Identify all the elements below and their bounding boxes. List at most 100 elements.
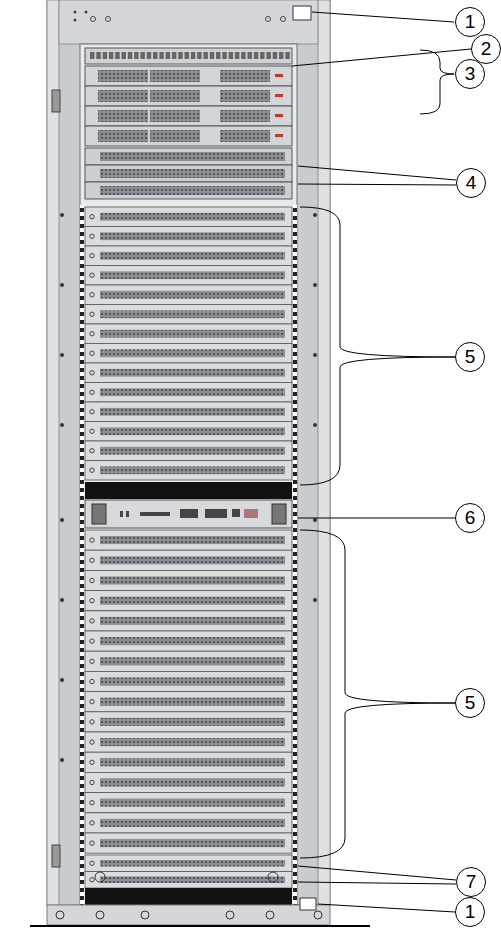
leader-lines (292, 12, 471, 912)
door-hinge (52, 90, 60, 112)
vent-grille (100, 677, 285, 685)
vent-grille (100, 876, 285, 883)
vent-grille (100, 597, 285, 605)
port (153, 52, 158, 59)
port-block (150, 110, 200, 122)
server-unit (85, 591, 292, 611)
rack-base (47, 905, 330, 925)
port (96, 52, 101, 59)
thumbscrew (90, 639, 94, 643)
port-block (98, 70, 148, 82)
status-led (275, 74, 283, 77)
port (191, 52, 196, 59)
thumbscrew (90, 720, 94, 724)
server-unit (85, 324, 292, 344)
vent-grille (100, 369, 285, 377)
side-holes (60, 213, 317, 762)
thumbscrew (90, 538, 94, 542)
port (159, 52, 164, 59)
port-row (85, 48, 292, 64)
thumbscrew (90, 619, 94, 623)
port (90, 52, 95, 59)
vent-grille (100, 427, 285, 435)
port (109, 52, 114, 59)
callout-number: 5 (455, 688, 485, 718)
server-unit (85, 772, 292, 792)
thumbscrew (90, 861, 94, 865)
server-unit (85, 671, 292, 691)
thumbscrew (90, 312, 94, 316)
port (103, 52, 108, 59)
server-unit (85, 344, 292, 364)
vent-grille (100, 778, 285, 786)
vent-grille (100, 232, 285, 240)
server-unit (85, 813, 292, 833)
psu (272, 504, 286, 524)
port (266, 52, 271, 59)
callout-number: 1 (455, 7, 485, 37)
port (140, 52, 145, 59)
thumbscrew (90, 700, 94, 704)
mounting-rail (80, 205, 84, 905)
vent-grille (100, 447, 285, 455)
status-led (275, 134, 283, 137)
vent-grille (100, 408, 285, 416)
server-unit (85, 441, 292, 461)
callout-number: 7 (456, 867, 486, 897)
vent-grille (100, 556, 285, 564)
port-panel (85, 48, 292, 64)
port (254, 52, 258, 59)
thumbscrew (90, 558, 94, 562)
server-unit (85, 266, 292, 286)
port (197, 52, 202, 59)
filler-panel (85, 888, 292, 905)
status-led (275, 94, 283, 97)
callout-number: 1 (455, 897, 485, 927)
port-block (98, 90, 148, 102)
port-block (150, 130, 200, 142)
server-unit (85, 611, 292, 631)
switch-unit (85, 106, 292, 126)
thumbscrew (90, 332, 94, 336)
vent-grille (100, 576, 285, 584)
vent-grille (100, 860, 285, 867)
server-unit (85, 631, 292, 651)
thumbscrew (90, 679, 94, 683)
vent-grille (100, 349, 285, 357)
port (203, 52, 208, 59)
storage-unit (85, 500, 292, 528)
vent-grille (100, 388, 285, 396)
thumbscrew (90, 760, 94, 764)
server-unit (85, 651, 292, 671)
thumbscrew (90, 841, 94, 845)
port-block (220, 70, 270, 82)
server-units (85, 207, 292, 888)
thumbscrew (90, 578, 94, 582)
port (260, 52, 265, 59)
leaf-units (85, 148, 292, 199)
thumbscrew (90, 234, 94, 238)
mounting-rail (293, 205, 297, 905)
server-unit (85, 305, 292, 325)
server-unit (85, 732, 292, 752)
thumbscrew (90, 254, 94, 258)
server-unit (85, 833, 292, 853)
thumbscrew (90, 351, 94, 355)
side-panel (47, 0, 59, 905)
vent-grille (100, 799, 285, 807)
vent-grille (100, 271, 285, 279)
thumbscrew (90, 468, 94, 472)
thumbscrew (90, 273, 94, 277)
status-led (275, 114, 283, 117)
cabinet-frame (47, 0, 330, 905)
thumbscrew (90, 878, 94, 882)
vent-grille (100, 839, 285, 847)
port-block (100, 186, 285, 195)
vent-grille (100, 330, 285, 338)
thumbscrew (90, 599, 94, 603)
vent-grille (100, 657, 285, 665)
thumbscrew (90, 371, 94, 375)
io-ports (120, 509, 258, 518)
server-unit (85, 246, 292, 266)
port (248, 52, 253, 59)
